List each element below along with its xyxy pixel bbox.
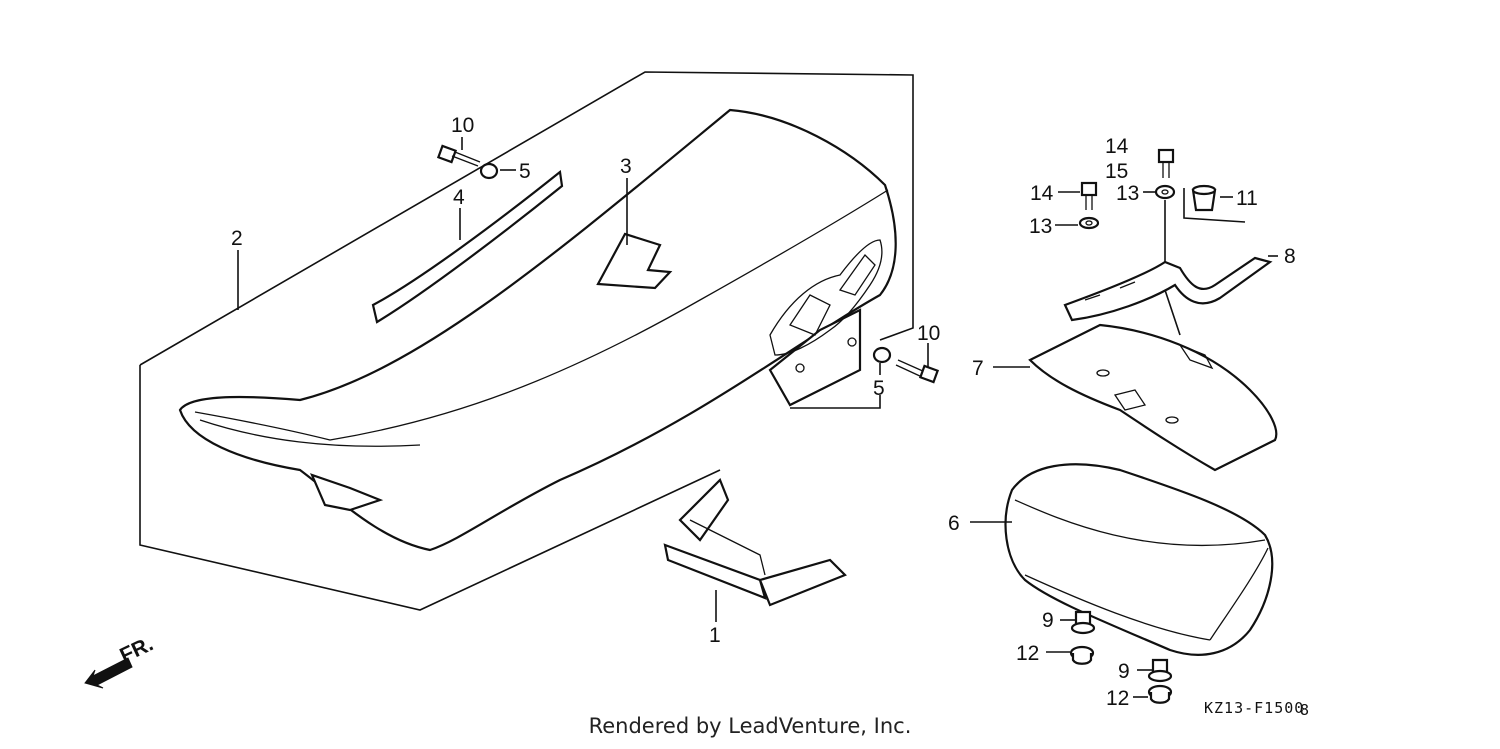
collar-part[interactable] <box>479 162 499 180</box>
collar-part[interactable] <box>872 346 892 364</box>
tool-bag-band-part[interactable] <box>1063 256 1273 322</box>
callout-7: 7 <box>972 357 984 380</box>
callout-1: 1 <box>709 624 721 647</box>
seat-part[interactable] <box>178 108 897 552</box>
callout-14-left: 14 <box>1030 182 1054 205</box>
callout-12-left: 12 <box>1016 642 1039 665</box>
callout-14-right: 14 <box>1105 135 1129 158</box>
callout-9-left: 9 <box>1042 609 1054 632</box>
bolt-14-part[interactable] <box>1080 181 1098 210</box>
callout-8: 8 <box>1284 245 1296 268</box>
grommet-12-part[interactable] <box>1069 645 1095 665</box>
seat-emblem <box>769 239 883 356</box>
callout-3: 3 <box>620 155 632 178</box>
callout-6: 6 <box>948 512 960 535</box>
callout-12-right: 12 <box>1106 687 1129 710</box>
bolt-part[interactable] <box>436 144 481 167</box>
render-credit: Rendered by LeadVenture, Inc. <box>588 714 912 738</box>
callout-13-right: 13 <box>1116 182 1139 205</box>
washer-13-part[interactable] <box>1154 184 1176 200</box>
callout-9-right: 9 <box>1118 660 1130 683</box>
callout-5-lower: 5 <box>873 377 885 400</box>
grommet-12-part[interactable] <box>1147 684 1173 704</box>
front-arrow-icon: FR. <box>84 632 157 689</box>
bolt-14-15-part[interactable] <box>1157 148 1175 178</box>
callout-2: 2 <box>231 227 243 250</box>
seat-group-outline-bracket <box>790 395 881 409</box>
callout-5-upper: 5 <box>519 160 531 183</box>
seat-bracket-part[interactable] <box>663 478 847 607</box>
drawing-code-suffix: 8 <box>1300 701 1310 719</box>
tool-bag-plate-part[interactable] <box>1028 323 1278 472</box>
seat-group-outline-lower <box>139 365 721 611</box>
nut-11-part[interactable] <box>1191 184 1217 212</box>
washer-13-part[interactable] <box>1078 216 1100 230</box>
seat-pad-part[interactable] <box>596 232 673 290</box>
seat-group-outline <box>139 71 914 366</box>
tool-bag-part[interactable] <box>1004 463 1274 656</box>
bolt-part[interactable] <box>895 359 940 384</box>
nut-9-part[interactable] <box>1070 610 1096 635</box>
seat-strap-part[interactable] <box>371 169 564 324</box>
callout-15: 15 <box>1105 160 1128 183</box>
hardware-group-outline <box>1183 188 1246 223</box>
nut-9-part[interactable] <box>1147 658 1173 683</box>
callout-10-lower: 10 <box>917 322 940 345</box>
callout-13-left: 13 <box>1029 215 1052 238</box>
callout-10-upper: 10 <box>451 114 474 137</box>
leader-lines <box>237 137 1278 698</box>
callout-11: 11 <box>1236 187 1258 210</box>
drawing-code: KZ13-F1500 <box>1204 699 1304 717</box>
callout-4: 4 <box>453 186 465 209</box>
